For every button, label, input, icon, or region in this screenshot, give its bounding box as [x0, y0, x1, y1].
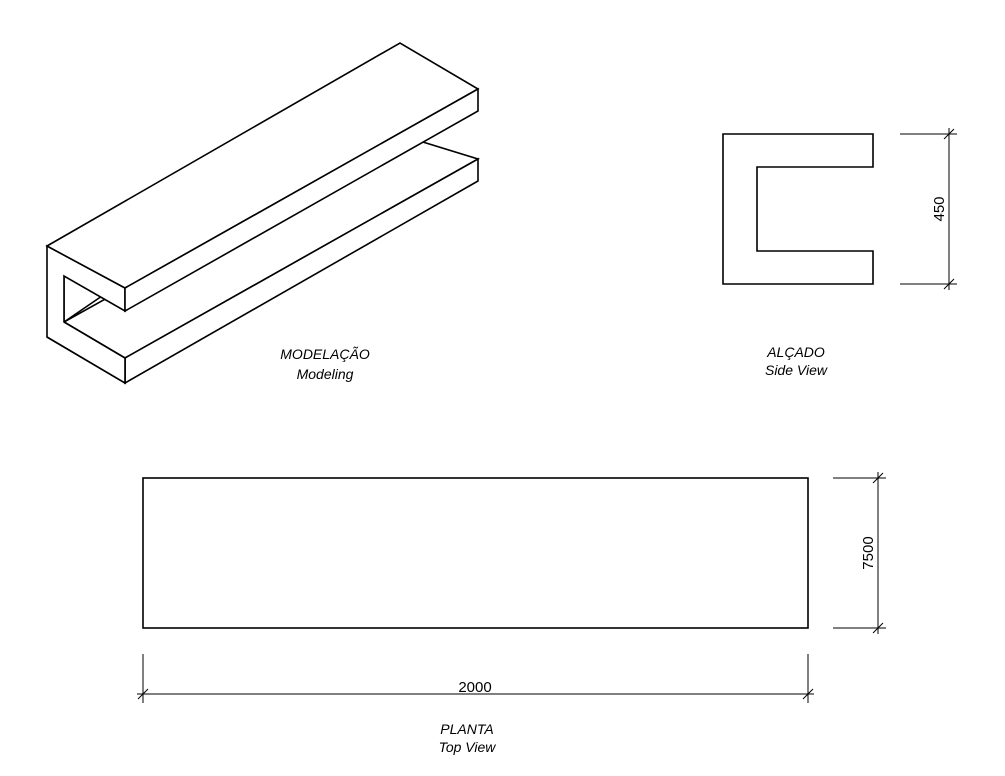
top-slab-end-face — [124, 87, 479, 313]
modeling-subtitle: Modeling — [297, 366, 354, 382]
top-length-label: 2000 — [458, 679, 491, 696]
side-view-c-profile — [722, 133, 874, 285]
top-view-subtitle: Top View — [439, 739, 497, 755]
modeling-title: MODELAÇÃO — [280, 346, 370, 362]
top-view-rectangle — [142, 477, 809, 629]
top-length-dimension — [137, 654, 814, 703]
top-view-title: PLANTA — [440, 721, 493, 737]
isometric-model — [45, 42, 481, 385]
side-view-subtitle: Side View — [765, 362, 828, 378]
top-depth-label: 7500 — [860, 536, 877, 569]
side-view-title: ALÇADO — [766, 344, 825, 360]
top-depth-dimension — [833, 472, 886, 634]
side-height-dimension — [900, 128, 957, 290]
side-height-label: 450 — [931, 196, 948, 221]
